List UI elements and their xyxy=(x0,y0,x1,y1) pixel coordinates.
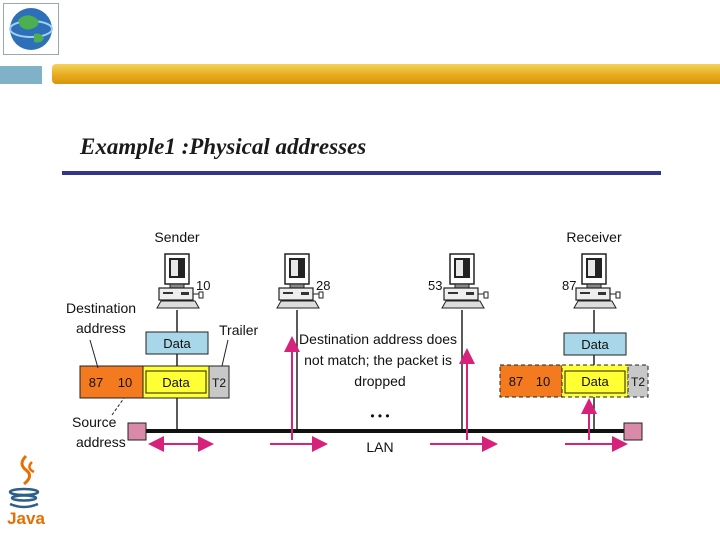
source-address-label: Source address xyxy=(72,414,126,450)
sender-data-label: Data xyxy=(163,336,191,351)
receiver-data-label: Data xyxy=(581,337,609,352)
sender-frame-address xyxy=(79,365,144,399)
frame-data: Data xyxy=(162,375,190,390)
frame-data: Data xyxy=(581,374,609,389)
slide-title: Example1 :Physical addresses xyxy=(80,134,367,159)
station-address: 87 xyxy=(562,278,576,293)
lan-label: LAN xyxy=(366,439,393,455)
globe-logo-icon xyxy=(3,3,59,55)
java-logo-text: Java xyxy=(7,509,45,528)
computer-icon xyxy=(441,253,489,309)
computer-icon xyxy=(573,253,621,309)
receiver-data-box xyxy=(563,332,627,356)
drop-note: Destination address does not match; the … xyxy=(299,331,461,389)
destination-address-label: Destination address xyxy=(66,300,140,336)
title-underline xyxy=(62,171,661,175)
station-address: 53 xyxy=(428,278,442,293)
receiver-frame-data xyxy=(561,364,629,398)
receiver-label: Receiver xyxy=(566,229,622,245)
frame-trailer: T2 xyxy=(631,375,645,389)
sender-frame-trailer xyxy=(208,365,230,399)
frame-trailer: T2 xyxy=(212,376,226,390)
ellipsis: • • • xyxy=(370,409,389,423)
receiver-frame-address xyxy=(499,364,563,398)
frame-destination: 87 xyxy=(509,374,523,389)
header-gold-bar xyxy=(52,64,720,84)
lan-terminator-right xyxy=(623,422,643,441)
frame-source: 10 xyxy=(536,374,550,389)
station-address: 10 xyxy=(196,278,210,293)
lan-terminator-left xyxy=(127,422,147,441)
frame-destination: 87 xyxy=(89,375,103,390)
header-accent-bar xyxy=(0,66,42,84)
sender-data-box xyxy=(145,331,209,355)
station-address: 28 xyxy=(316,278,330,293)
sender-label: Sender xyxy=(154,229,199,245)
trailer-label: Trailer xyxy=(219,322,258,338)
frame-source: 10 xyxy=(118,375,132,390)
receiver-frame-trailer xyxy=(627,364,649,398)
java-logo-icon: Java xyxy=(4,452,48,530)
